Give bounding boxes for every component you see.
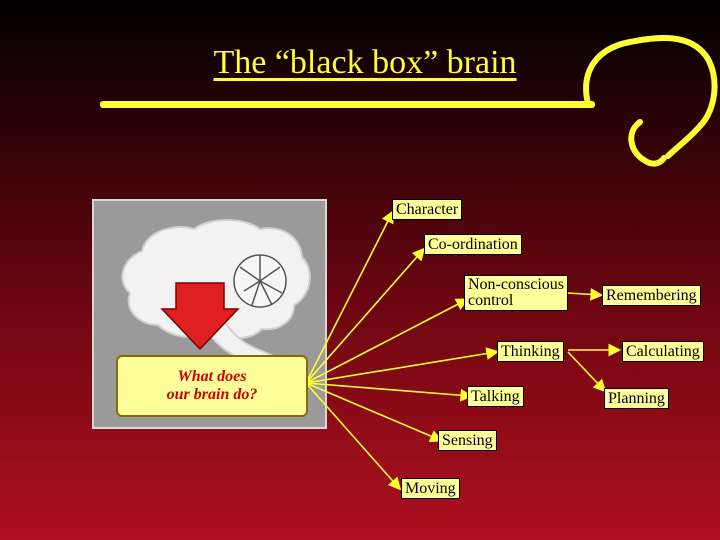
label-calculating: Calculating — [622, 341, 704, 362]
line-to-coordination — [305, 247, 426, 384]
label-planning: Planning — [604, 388, 669, 409]
label-thinking: Thinking — [497, 341, 564, 362]
red-down-arrow-icon — [160, 282, 240, 351]
line-to-planning — [567, 351, 607, 393]
line-to-remembering — [567, 288, 604, 301]
label-remembering: Remembering — [602, 285, 701, 306]
line-to-talking — [305, 382, 474, 402]
label-coordination: Co-ordination — [424, 234, 522, 255]
line-to-character — [305, 210, 394, 384]
line-to-sensing — [305, 382, 443, 443]
label-talking: Talking — [467, 386, 524, 407]
slide-title: The “black box” brain — [213, 44, 517, 81]
label-non-conscious-control: Non-conscious control — [464, 275, 568, 311]
title-underline-bar — [100, 101, 595, 108]
question-box: What does our brain do? — [116, 355, 308, 417]
cerebellum-icon — [233, 254, 287, 308]
question-text: What does our brain do? — [166, 368, 258, 403]
label-sensing: Sensing — [438, 430, 497, 451]
line-to-non-conscious — [305, 298, 469, 384]
label-character: Character — [392, 199, 463, 220]
line-to-moving — [305, 382, 402, 491]
label-moving: Moving — [401, 478, 460, 499]
line-to-thinking — [305, 347, 500, 384]
